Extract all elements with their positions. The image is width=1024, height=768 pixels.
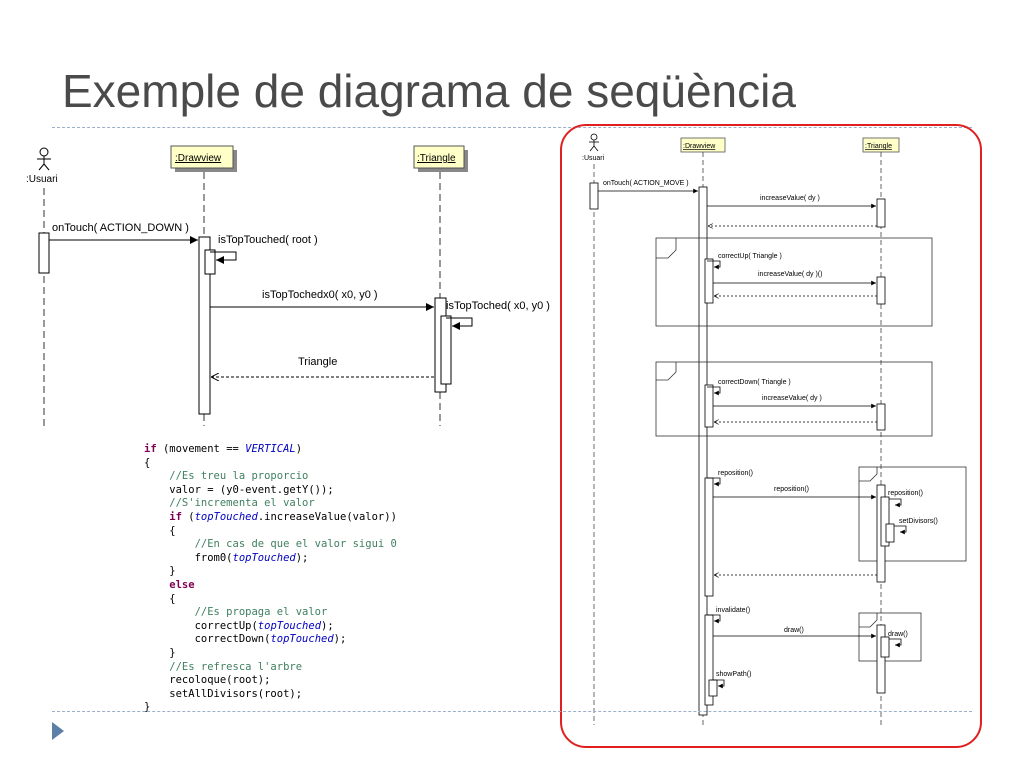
message-istoptochedx0: isTopTochedx0( x0, y0 ) (262, 289, 378, 301)
r-fragment-correctdown (655, 361, 933, 437)
r-message-showpath: showPath() (716, 671, 751, 678)
r-activation-triangle-4c (885, 523, 895, 543)
r-fragment-draw (858, 612, 922, 662)
r-message-showpath-arrow (711, 679, 725, 689)
code-snippet: if (movement == VERTICAL){ //Es treu la … (144, 443, 397, 714)
r-activation-triangle-4b (880, 496, 890, 547)
message-istoptoched-self-arrow (446, 317, 473, 330)
right-sequence-diagram: :Usuari :Drawview :Triangle onTouch( ACT… (582, 133, 967, 725)
lifeline-box-drawview (170, 145, 237, 172)
left-sequence-diagram: :Usuari :Drawview :Triangle onTouch( ACT… (26, 145, 550, 426)
r-message-increase3: increaseValue( dy ) (762, 395, 822, 402)
r-message-ontouch: onTouch( ACTION_MOVE ) (603, 180, 689, 187)
r-message-correctdown: correctDown( Triangle ) (718, 379, 791, 386)
return-triangle-label: Triangle (298, 356, 337, 368)
r-message-draw-tri-arrow (889, 638, 902, 648)
r-activation-triangle-1 (876, 198, 886, 228)
r-message-draw-tri: draw() (888, 631, 908, 638)
r-lifeline-drawview-label: :Drawview (683, 143, 716, 150)
r-message-setdivisors-arrow (894, 525, 907, 535)
r-activation-triangle-5 (876, 624, 886, 694)
r-message-reposition: reposition() (774, 486, 809, 493)
activation-drawview (198, 236, 211, 415)
r-message-setdivisors: setDivisors() (899, 518, 938, 525)
r-fragment-correctup (655, 237, 933, 327)
r-activation-triangle-3 (876, 403, 886, 431)
message-istoptouched: isTopTouched( root ) (218, 234, 318, 246)
activation-drawview-self (204, 249, 216, 275)
activation-triangle-self (440, 315, 452, 385)
r-lifeline-triangle-label: :Triangle (865, 143, 892, 150)
bullet-arrow-icon (52, 722, 64, 740)
slide-title: Exemple de diagrama de seqüència (62, 65, 796, 117)
r-activation-triangle-2 (876, 276, 886, 305)
r-message-correctup: correctUp( Triangle ) (718, 253, 782, 260)
r-message-correctup-arrow (707, 260, 721, 270)
r-message-reposition-self-arrow (707, 477, 721, 487)
r-fragment-reposition (858, 466, 967, 562)
r-message-correctdown-arrow (707, 386, 721, 396)
lifeline-box-triangle (413, 145, 468, 172)
r-message-increase2: increaseValue( dy )() (758, 271, 822, 278)
r-activation-drawview-correctup (704, 258, 714, 304)
highlight-frame (560, 124, 982, 748)
r-message-reposition-self: reposition() (718, 470, 753, 477)
message-istoptoched-tri: isTopToched( x0, y0 ) (446, 300, 550, 312)
r-message-invalidate: invalidate() (716, 607, 750, 614)
r-actor-usuari-label: :Usuari (582, 155, 605, 162)
r-message-increase1: increaseValue( dy ) (760, 195, 820, 202)
lifeline-drawview-label: :Drawview (175, 153, 222, 164)
r-activation-drawview (698, 186, 708, 716)
actor-usuari-icon (37, 147, 51, 171)
r-activation-triangle-5b (880, 636, 890, 658)
footer-divider (52, 711, 972, 712)
r-message-invalidate-arrow (707, 614, 721, 624)
r-message-draw: draw() (784, 627, 804, 634)
r-activation-usuari (589, 182, 599, 210)
r-message-reposition-tri: reposition() (888, 490, 923, 497)
actor-usuari-label: :Usuari (26, 174, 58, 185)
r-message-reposition-tri-arrow (889, 498, 902, 508)
r-actor-usuari-icon (589, 133, 599, 152)
message-ontouch: onTouch( ACTION_DOWN ) (52, 222, 189, 234)
activation-usuari (38, 232, 50, 274)
message-istoptouched-arrow (210, 251, 237, 264)
title-divider (52, 127, 972, 128)
lifeline-triangle-label: :Triangle (417, 153, 456, 164)
